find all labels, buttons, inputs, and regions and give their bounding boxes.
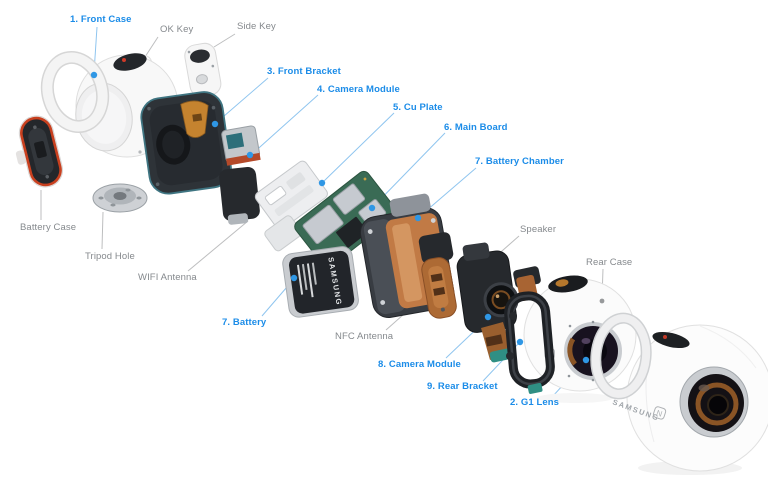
callout-dot-rear-bracket: [516, 338, 524, 346]
part-front-ring: [40, 50, 110, 134]
part-main-board: [294, 170, 398, 268]
part-camera-module-rear: [456, 242, 519, 363]
part-lens-ring: [590, 312, 652, 400]
part-rear-bracket: [504, 266, 555, 394]
leader-line-cu-plate: [322, 112, 395, 183]
svg-text:N: N: [655, 408, 663, 418]
part-nfc-antenna: [418, 232, 457, 319]
part-tripod-hole: [92, 183, 148, 213]
part-battery-case: [15, 115, 64, 188]
leader-line-camera-module-front: [250, 94, 319, 156]
part-battery: SAMSUNG: [282, 246, 359, 318]
part-side-key: [184, 42, 222, 97]
callout-dot-camera-module-front: [246, 151, 254, 159]
callout-dot-rear-case: [599, 298, 605, 304]
callout-dot-battery: [290, 274, 298, 282]
leader-line-side-key: [213, 33, 236, 48]
shadow: [537, 393, 613, 403]
shutter-button: [652, 331, 690, 349]
callout-dot-front-case: [90, 71, 98, 79]
callout-dot-g1-lens: [582, 356, 590, 364]
nfc-icon: N: [652, 406, 667, 420]
record-dot: [663, 335, 667, 339]
leader-line-wifi-antenna: [187, 220, 249, 272]
leader-line-tripod-hole: [101, 211, 104, 250]
part-front-bracket: [140, 91, 232, 195]
ok-key-button: [113, 53, 147, 71]
record-dot: [122, 58, 126, 62]
part-assembled-camera: SAMSUNG N: [611, 324, 768, 472]
callout-dot-main-board: [368, 204, 376, 212]
part-wifi-antenna: [254, 160, 328, 252]
callout-dot-front-bracket: [211, 120, 219, 128]
leader-line-front-bracket: [215, 77, 269, 124]
callout-dot-camera-module-rear: [484, 313, 492, 321]
callout-dot-cu-plate: [318, 179, 326, 187]
callout-dot-battery-chamber: [414, 214, 422, 222]
